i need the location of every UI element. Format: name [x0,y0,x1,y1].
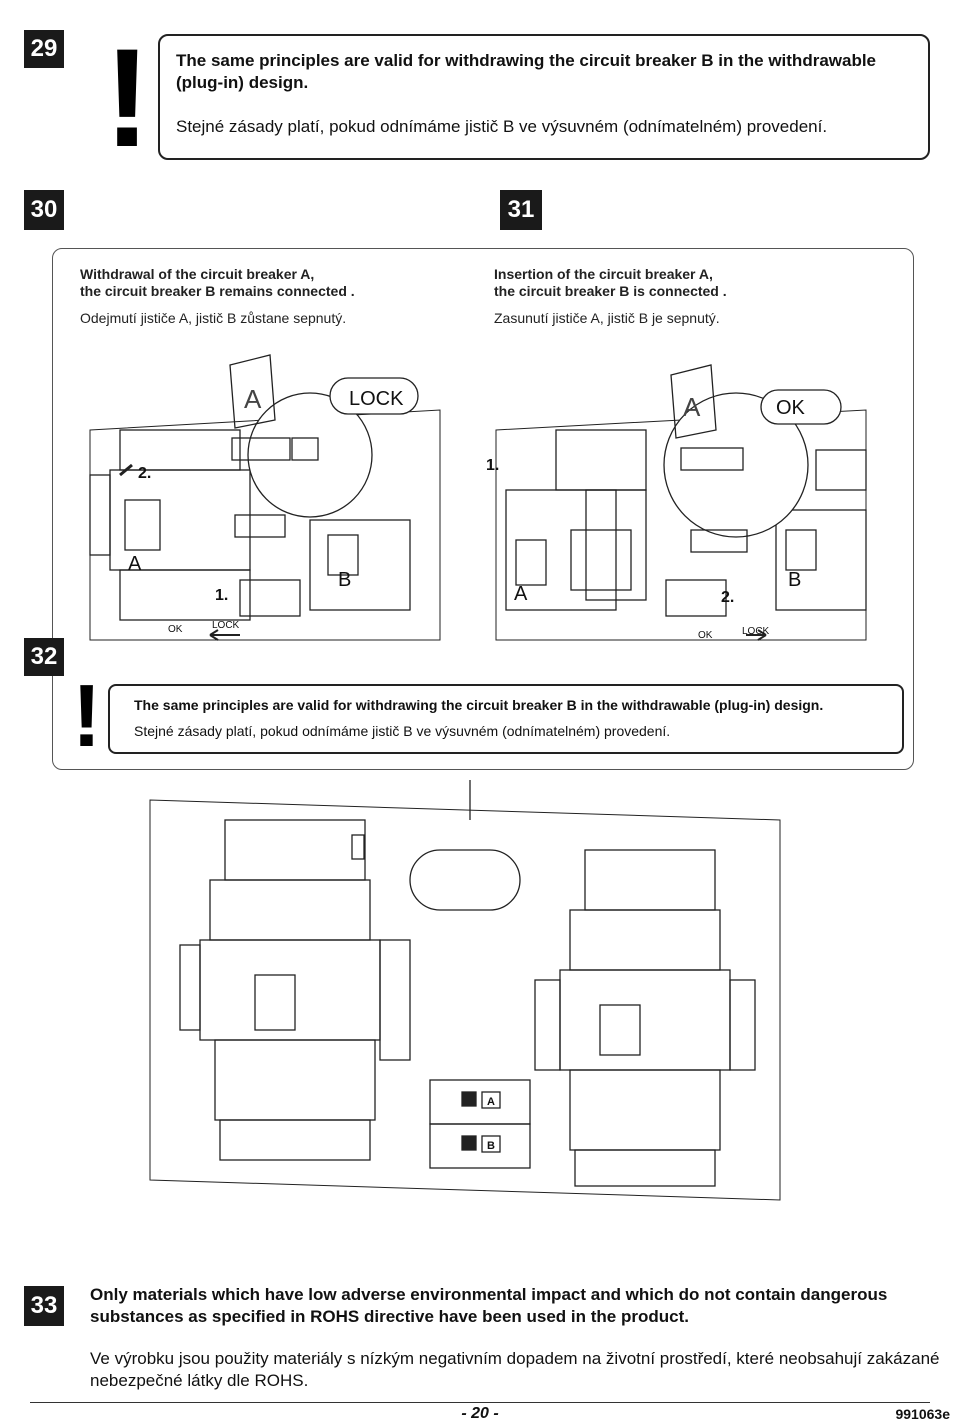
warning-exclamation-icon-32: ! [72,666,102,765]
caption-31-cz: Zasunutí jističe A, jistič B je sepnutý. [494,310,720,326]
breaker-a-label-31: A [514,583,528,605]
step-label-1-30: 1. [215,587,228,604]
module-b-label: B [487,1140,495,1152]
caption-30-en-1: Withdrawal of the circuit breaker A, [80,266,315,282]
illustration-30: A LOCK 2. 1. A B OK LOCK [89,354,441,641]
ok-small-label-31: OK [698,630,713,641]
ok-label-31: OK [776,397,806,419]
caption-31-en-1: Insertion of the circuit breaker A, [494,266,713,282]
breaker-b-label-30: B [338,569,351,591]
step-number-33: 33 [24,1286,64,1326]
breaker-a-label-30: A [128,553,142,575]
page-number: - 20 - [461,1405,499,1422]
warning-exclamation-icon: ! [104,19,151,176]
step-number-32: 32 [24,638,64,676]
caption-30-cz: Odejmutí jističe A, jistič B zůstane sep… [80,310,347,326]
footer-line [30,1402,930,1403]
breaker-b-label-31: B [788,569,801,591]
step-label-1-31: 1. [486,457,499,474]
ok-label-30: OK [168,624,183,635]
note-box-32: The same principles are valid for withdr… [108,684,904,754]
note-29-en: The same principles are valid for withdr… [176,51,877,92]
note-29-cz: Stejné zásady platí, pokud odnímáme jist… [176,117,828,136]
step-number-31: 31 [500,190,542,230]
module-a-label: A [487,1096,495,1108]
lock-small-label-30: LOCK [212,620,240,631]
lock-label-30: LOCK [349,388,404,410]
caption-30-en-2: the circuit breaker B remains connected … [80,283,355,299]
step-number-29: 29 [24,30,64,68]
lock-small-label-31: LOCK [742,626,770,637]
text-33-en: Only materials which have low adverse en… [90,1285,888,1326]
caption-31: Insertion of the circuit breaker A, the … [494,266,894,327]
step-number-30: 30 [24,190,64,230]
note-32-en: The same principles are valid for withdr… [134,697,824,713]
step-label-2-30: 2. [138,465,151,482]
note-32-cz: Stejné zásady platí, pokud odnímáme jist… [134,723,671,739]
caption-30: Withdrawal of the circuit breaker A, the… [80,266,460,327]
caption-31-en-2: the circuit breaker B is connected . [494,283,727,299]
step-label-2-31: 2. [721,589,734,606]
illustration-32: A B [149,780,781,1201]
callout-letter-31: A [683,392,701,422]
note-box-29: The same principles are valid for withdr… [158,34,930,160]
callout-letter-30: A [244,384,262,414]
text-33-cz: Ve výrobku jsou použity materiály s nízk… [90,1349,940,1390]
doc-code: 991063e [895,1406,950,1422]
illustration-31: A OK 1. 2. A B OK LOCK [486,364,867,641]
